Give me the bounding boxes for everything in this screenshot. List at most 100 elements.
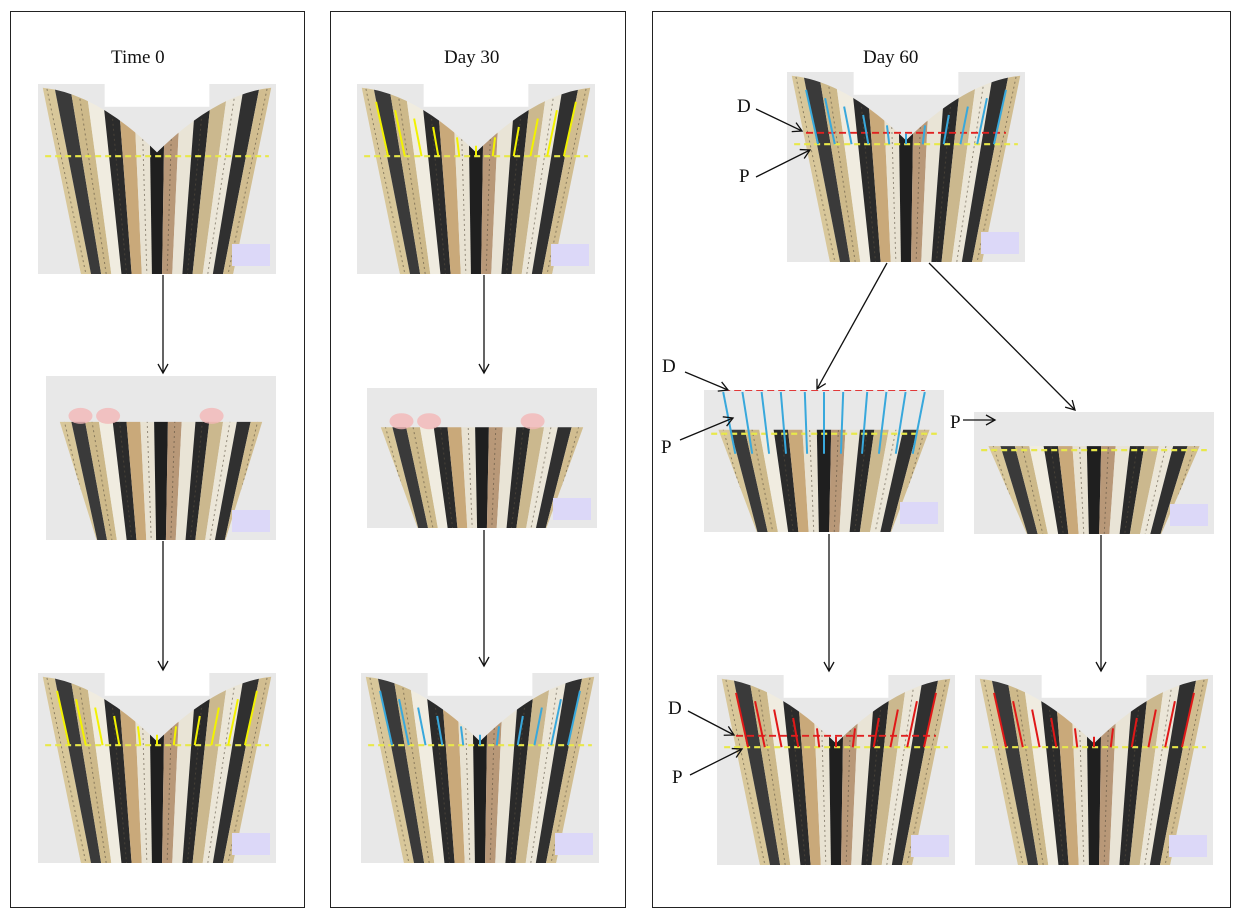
- fin-ray-texture: [1123, 678, 1143, 865]
- regrowth-ray-mark: [976, 98, 988, 145]
- regrowth-ray-mark: [516, 715, 524, 746]
- regrowth-ray-mark: [546, 110, 558, 157]
- photo-notch-mask: [104, 84, 210, 107]
- scale-box: [232, 510, 270, 532]
- fin-ray: [511, 87, 548, 274]
- fin-ray: [474, 427, 490, 528]
- fin-ray: [459, 427, 478, 528]
- fin-ray-texture: [466, 427, 473, 528]
- fin-ray: [1129, 446, 1166, 534]
- fin-ray: [1022, 678, 1059, 865]
- fin-ray: [382, 427, 429, 528]
- fin-ray: [829, 429, 848, 532]
- regrowth-ray-mark: [911, 391, 926, 454]
- fin-ray-texture: [794, 75, 836, 262]
- fin-ray: [53, 676, 102, 863]
- fin-ray: [839, 429, 864, 532]
- fin-ray: [990, 446, 1038, 534]
- fin-ray: [736, 429, 778, 532]
- scale-box: [1169, 835, 1207, 857]
- regrowth-ray-mark: [792, 717, 800, 748]
- panel-title: Time 0: [111, 47, 165, 68]
- regrowth-ray-mark: [394, 110, 406, 157]
- fin-tissue: [380, 427, 584, 528]
- fin-ray: [516, 427, 551, 528]
- scale-box: [911, 835, 949, 857]
- fin-ray-texture: [207, 676, 237, 863]
- fin-image-day30-regrown: [361, 673, 599, 863]
- fin-ray: [535, 676, 584, 863]
- fin-ray: [1140, 446, 1182, 534]
- fin-ray: [1054, 678, 1079, 865]
- blood-blush: [68, 407, 93, 424]
- fin-ray: [496, 427, 521, 528]
- fin-ray: [1038, 678, 1069, 865]
- regrowth-ray-mark: [861, 391, 869, 454]
- fin-ray: [796, 678, 821, 865]
- fin-image-time0-amputated: [46, 376, 276, 540]
- regrowth-ray-mark: [1109, 728, 1115, 748]
- fin-ray: [440, 676, 465, 863]
- fin-ray: [1149, 678, 1198, 865]
- fin-ray: [861, 678, 892, 865]
- regrowth-ray-mark: [375, 101, 390, 157]
- fin-ray-texture: [982, 678, 1024, 865]
- fin-ray: [380, 427, 419, 528]
- fin-ray-texture: [186, 87, 206, 274]
- fin-image-time0-intact: [38, 84, 276, 274]
- regrowth-ray-mark: [1130, 717, 1138, 748]
- fin-ray-texture: [935, 75, 955, 262]
- fin-ray-texture: [787, 678, 807, 865]
- fin-ray-texture: [724, 678, 766, 865]
- fin-ray: [212, 87, 261, 274]
- fin-ray-texture: [526, 87, 556, 274]
- fin-ray: [850, 75, 881, 262]
- regrowth-ray-mark: [889, 709, 899, 748]
- regrowth-ray-mark: [562, 101, 577, 157]
- fin-ray-texture: [510, 427, 529, 528]
- fin-image-day60-intact: [787, 72, 1025, 262]
- fin-ray: [515, 676, 552, 863]
- fin-ray: [165, 421, 184, 540]
- fin-ray-texture: [77, 87, 107, 274]
- fin-ray: [69, 87, 112, 274]
- regrowth-ray-mark: [862, 114, 870, 145]
- photo-notch-mask: [1041, 675, 1147, 698]
- regrowth-ray-mark: [735, 692, 750, 748]
- fin-ray: [1109, 446, 1134, 534]
- scale-box: [900, 502, 938, 524]
- regrowth-ray-mark: [455, 137, 461, 157]
- regrowth-ray-mark: [94, 707, 104, 746]
- fin-ray: [101, 676, 132, 863]
- fin-ray-texture: [145, 421, 152, 540]
- regrowth-ray-mark: [172, 726, 178, 746]
- fin-ray: [800, 429, 819, 532]
- pointer-d-bot: [687, 710, 736, 736]
- regrowth-ray-mark: [398, 699, 410, 746]
- regrowth-ray-mark: [533, 707, 543, 746]
- regrowth-ray-mark: [1073, 728, 1079, 748]
- fin-ray-texture: [368, 676, 410, 863]
- fin-ray-texture: [1077, 446, 1085, 534]
- regrowth-ray-mark: [942, 114, 950, 145]
- fin-ray-texture: [530, 676, 560, 863]
- fin-image-time0-regrown: [38, 673, 276, 863]
- regrowth-ray-mark: [805, 89, 820, 145]
- regrowth-ray-mark: [754, 701, 766, 748]
- fin-ray-texture: [404, 427, 434, 528]
- fin-ray: [891, 678, 940, 865]
- fin-ray: [890, 429, 930, 532]
- arrow-day60-split-right: [928, 262, 1076, 411]
- fin-ray: [172, 676, 197, 863]
- pointer-p-bot: [689, 747, 744, 776]
- regrowth-ray-mark: [885, 125, 891, 145]
- regrowth-ray-mark: [760, 391, 771, 454]
- fin-ray-texture: [1014, 678, 1044, 865]
- marker-p-mid: P: [661, 437, 672, 458]
- fin-ray: [202, 87, 245, 274]
- fin-ray: [76, 421, 117, 540]
- fin-ray: [834, 75, 871, 262]
- fin-ray: [506, 427, 536, 528]
- photo-notch-mask: [853, 72, 959, 95]
